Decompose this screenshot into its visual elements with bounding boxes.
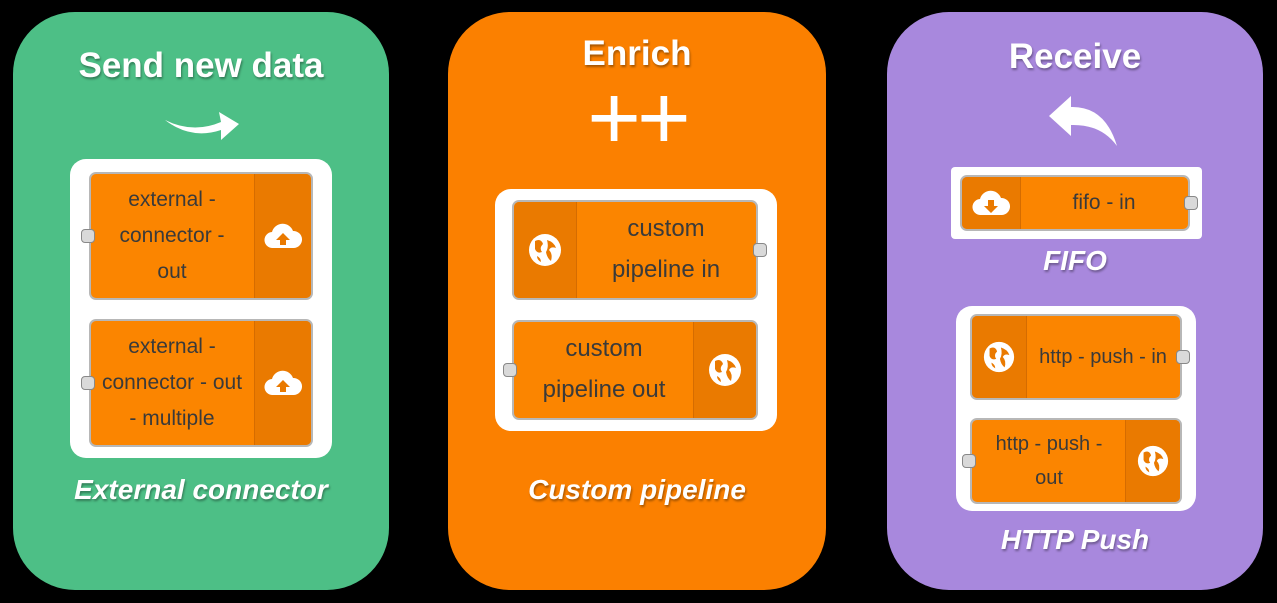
cloud-upload-icon — [264, 370, 302, 396]
output-port[interactable] — [1184, 196, 1198, 210]
input-port[interactable] — [81, 229, 95, 243]
enrich-panel-title: Enrich — [582, 34, 692, 73]
custom-pipeline-out-node[interactable]: custom pipeline out — [503, 320, 758, 420]
cloud-download-icon — [972, 190, 1010, 216]
receive-panel-title: Receive — [1008, 37, 1142, 76]
node-label: external - connector - out - multiple — [101, 335, 243, 430]
fifo-box: fifo - in — [951, 167, 1202, 239]
output-port[interactable] — [753, 243, 767, 257]
receive-panel: Receive fifo - in FIFO — [887, 12, 1263, 590]
output-port[interactable] — [1176, 350, 1190, 364]
custom-pipeline-box: custom pipeline in custom pipeline out — [495, 189, 777, 431]
globe-icon — [983, 341, 1015, 373]
custom-pipeline-in-node[interactable]: custom pipeline in — [512, 200, 767, 300]
enrich-panel: Enrich ++ custom pipeline in custom pipe… — [448, 12, 826, 590]
arrow-back-icon — [1049, 96, 1117, 146]
http-push-box: http - push - in http - push - out — [956, 306, 1196, 511]
enrich-panel-caption: Custom pipeline — [528, 474, 746, 505]
node-label: custom pipeline in — [611, 215, 721, 283]
globe-icon — [529, 234, 561, 266]
send-panel-title: Send new data — [78, 46, 324, 85]
node-label: http - push - out — [995, 433, 1103, 489]
node-label: fifo - in — [1072, 191, 1136, 215]
globe-icon — [1137, 445, 1169, 477]
cloud-upload-icon — [264, 223, 302, 249]
send-panel: Send new data external - connector - out… — [13, 12, 389, 590]
node-label: custom pipeline out — [542, 335, 666, 403]
http-push-out-node[interactable]: http - push - out — [962, 418, 1182, 504]
globe-icon — [709, 354, 741, 386]
input-port[interactable] — [962, 454, 976, 468]
node-label: external - connector - out — [119, 188, 225, 283]
input-port[interactable] — [503, 363, 517, 377]
plus-plus-symbol: ++ — [587, 67, 690, 169]
external-connector-out-multiple-node[interactable]: external - connector - out - multiple — [81, 319, 313, 447]
external-connector-box: external - connector - out external - co… — [70, 159, 332, 458]
http-push-in-node[interactable]: http - push - in — [970, 314, 1190, 400]
node-label: http - push - in — [1039, 346, 1167, 368]
http-push-caption: HTTP Push — [1000, 524, 1150, 555]
arrow-right-icon — [165, 112, 239, 140]
fifo-in-node[interactable]: fifo - in — [960, 175, 1198, 231]
send-panel-caption: External connector — [74, 474, 328, 505]
external-connector-out-node[interactable]: external - connector - out — [81, 172, 313, 300]
fifo-caption: FIFO — [1043, 245, 1107, 276]
input-port[interactable] — [81, 376, 95, 390]
